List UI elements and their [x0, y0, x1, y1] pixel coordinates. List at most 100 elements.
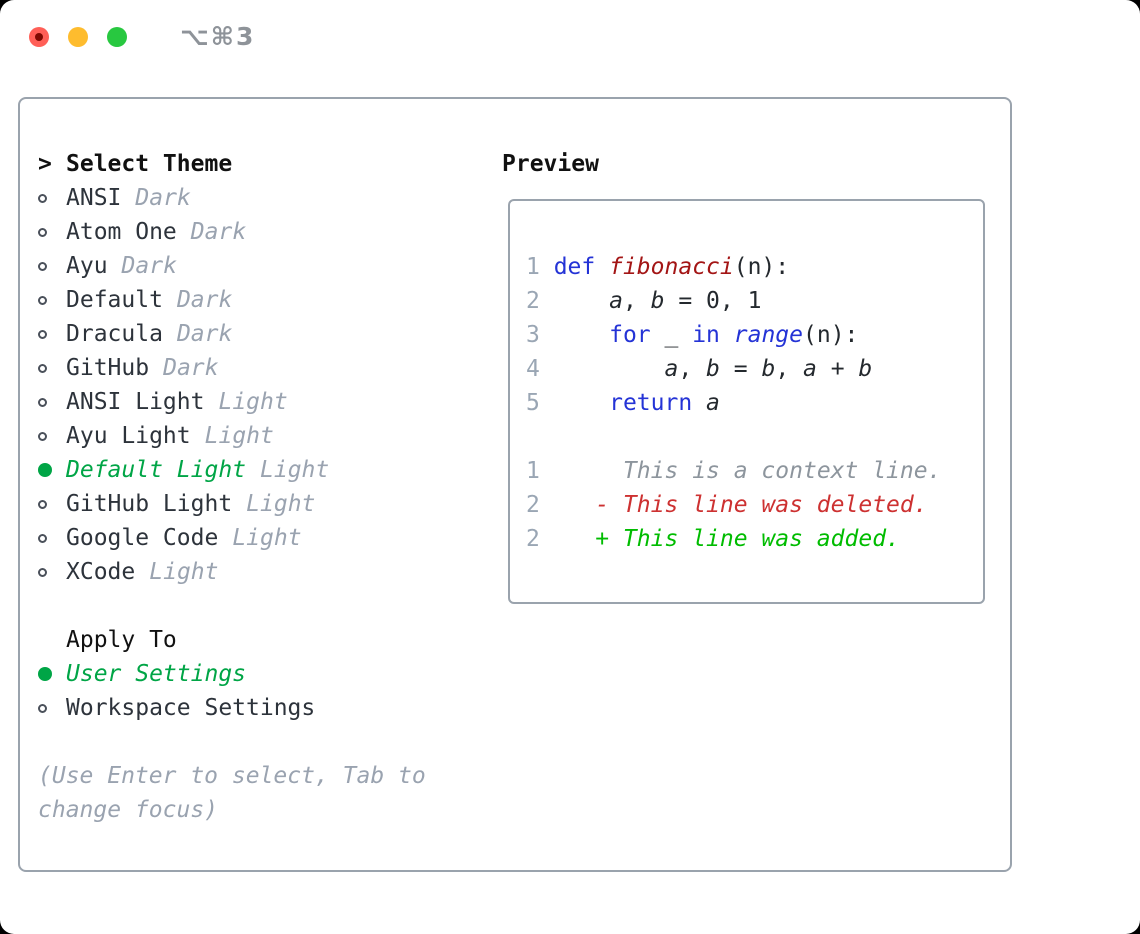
code-token: in — [692, 322, 720, 348]
help-text: (Use Enter to select, Tab to change focus… — [38, 759, 502, 827]
code-token: + This line was added. — [595, 526, 900, 552]
radio-icon — [38, 703, 66, 713]
code-token: return — [609, 390, 693, 416]
theme-option-xcode[interactable]: XCode Light — [38, 555, 502, 589]
code-token: , — [678, 356, 707, 382]
code-line: 4 a, b = b, a + b — [526, 352, 969, 386]
unselected-circle-icon — [38, 533, 47, 543]
code-token: range — [733, 322, 803, 348]
code-token: 2 — [526, 526, 554, 552]
unselected-circle-icon — [38, 431, 47, 441]
code-token: , — [775, 356, 804, 382]
preview-header: Preview — [502, 147, 996, 181]
theme-option-dracula[interactable]: Dracula Dark — [38, 317, 502, 351]
code-token: a — [664, 356, 679, 382]
theme-list-title: Select Theme — [66, 151, 233, 177]
theme-name-label: ANSI Light — [66, 389, 205, 415]
theme-option-github-light[interactable]: GitHub Light Light — [38, 487, 502, 521]
theme-name-label: ANSI — [66, 185, 122, 211]
apply-to-header: Apply To — [38, 623, 502, 657]
code-token: b — [858, 356, 873, 382]
theme-option-ayu[interactable]: Ayu Dark — [38, 249, 502, 283]
apply-to-title: Apply To — [66, 627, 177, 653]
selected-dot-icon — [38, 463, 52, 477]
code-token: = — [719, 356, 762, 382]
code-token: _ — [650, 322, 693, 348]
theme-variant-tag: Dark — [121, 253, 177, 279]
apply-option-workspace-settings[interactable]: Workspace Settings — [38, 691, 502, 725]
theme-name-label: Dracula — [66, 321, 163, 347]
radio-icon — [38, 329, 66, 339]
radio-icon — [38, 261, 66, 271]
code-token — [554, 356, 665, 382]
theme-name-label: Default — [66, 287, 163, 313]
code-token: def — [553, 254, 596, 280]
radio-icon — [38, 533, 66, 543]
code-token: b — [706, 356, 720, 382]
zoom-button[interactable] — [107, 27, 127, 47]
help-text-line: change focus) — [38, 797, 219, 823]
theme-variant-tag: Light — [149, 559, 219, 585]
code-token: 2 — [526, 492, 554, 518]
minimize-button[interactable] — [68, 27, 88, 47]
code-token: This is a context line. — [622, 458, 942, 484]
theme-variant-tag: Light — [246, 491, 316, 517]
theme-variant-tag: Light — [218, 389, 288, 415]
unsaved-indicator-dot — [35, 33, 43, 41]
code-line: 1 def fibonacci(n): — [526, 250, 969, 284]
window-shortcut-label: ⌥⌘3 — [180, 22, 256, 51]
code-token: 1 — [526, 458, 554, 484]
theme-variant-tag: Dark — [176, 321, 233, 347]
selected-dot-icon — [38, 667, 52, 681]
unselected-circle-icon — [38, 227, 47, 237]
code-token: 2 — [526, 288, 554, 314]
titlebar: ⌥⌘3 — [29, 22, 255, 51]
prompt-caret: > — [38, 151, 52, 177]
radio-icon — [38, 295, 66, 305]
theme-variant-tag: Light — [260, 457, 330, 483]
unselected-circle-icon — [38, 703, 47, 713]
spacer — [38, 589, 502, 623]
code-line: 2 - This line was deleted. — [526, 488, 969, 522]
code-token: b — [650, 288, 665, 314]
radio-icon — [38, 227, 66, 237]
radio-icon — [38, 363, 66, 373]
radio-icon — [38, 397, 66, 407]
apply-option-user-settings[interactable]: User Settings — [38, 657, 502, 691]
code-line: 2 + This line was added. — [526, 522, 969, 556]
code-token: (n): — [733, 254, 790, 280]
theme-option-default[interactable]: Default Dark — [38, 283, 502, 317]
theme-option-ansi-light[interactable]: ANSI Light Light — [38, 385, 502, 419]
theme-name-label: Ayu — [66, 253, 108, 279]
close-button[interactable] — [29, 27, 49, 47]
unselected-circle-icon — [38, 261, 47, 271]
code-line: 2 a, b = 0, 1 — [526, 284, 969, 318]
theme-name-label: GitHub Light — [66, 491, 233, 517]
code-token — [554, 390, 609, 416]
code-token — [554, 526, 596, 552]
preview-title: Preview — [502, 151, 599, 177]
help-text-line: (Use Enter to select, Tab to — [38, 763, 426, 789]
theme-variant-tag: Dark — [176, 287, 233, 313]
code-token: 4 — [526, 356, 554, 382]
spacer — [38, 725, 502, 759]
code-token: = 0, 1 — [664, 288, 762, 314]
radio-icon — [38, 431, 66, 441]
code-token: 3 — [526, 322, 554, 348]
unselected-circle-icon — [38, 567, 47, 577]
theme-name-label: GitHub — [66, 355, 150, 381]
theme-name-label: XCode — [66, 559, 136, 585]
unselected-circle-icon — [38, 295, 47, 305]
